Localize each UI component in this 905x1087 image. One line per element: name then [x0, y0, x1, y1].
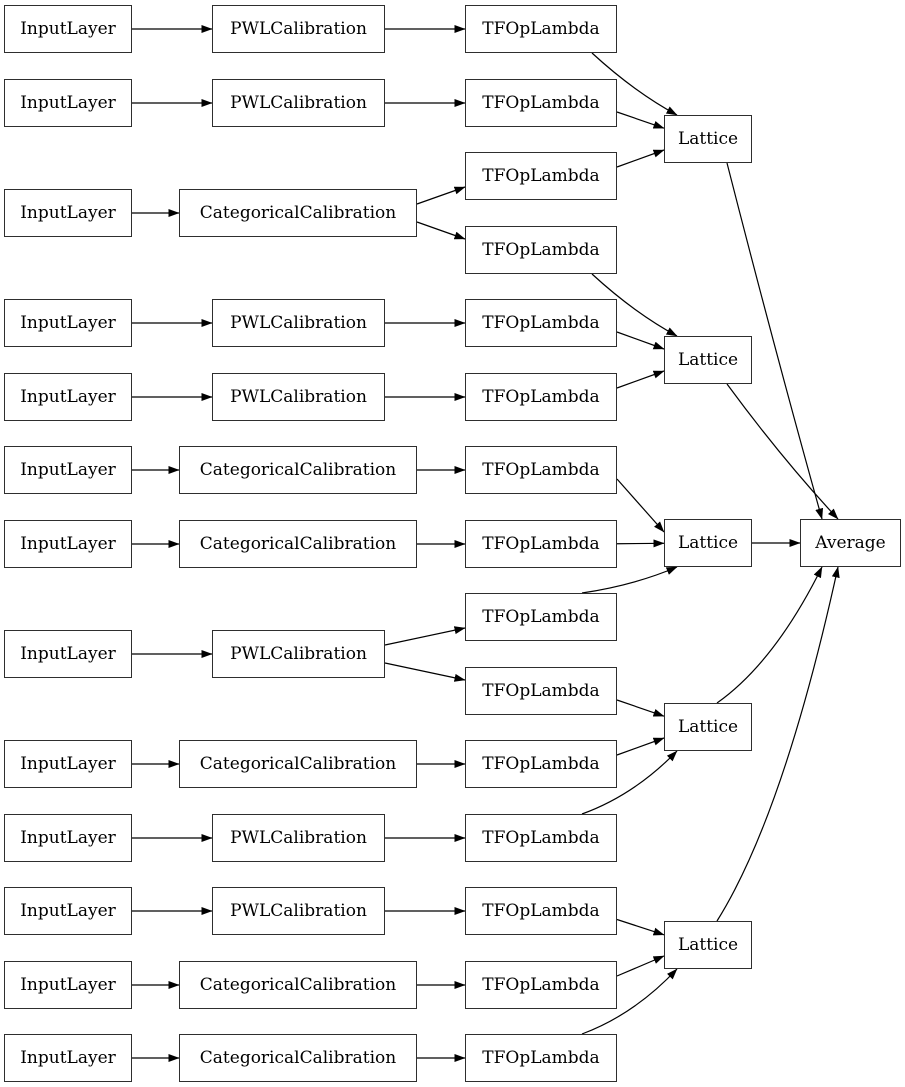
- lattice-node-lat1: Lattice: [664, 115, 752, 163]
- categoricalcalibration-node-c9: CategoricalCalibration: [179, 740, 417, 788]
- inputlayer-node-il6: InputLayer: [4, 446, 132, 494]
- edge-lat4-avg: [716, 566, 823, 704]
- pwlcalibration-node-c11: PWLCalibration: [212, 887, 385, 935]
- inputlayer-node-il7: InputLayer: [4, 520, 132, 568]
- edge-tf13-lat5: [616, 918, 665, 936]
- inputlayer-node-il13: InputLayer: [4, 1034, 132, 1082]
- edge-c8-tf10: [384, 662, 466, 682]
- tfoplambda-node-tf10: TFOpLambda: [465, 667, 617, 715]
- edge-tf14-lat5: [616, 955, 665, 977]
- inputlayer-node-il10: InputLayer: [4, 814, 132, 862]
- tfoplambda-node-tf5: TFOpLambda: [465, 299, 617, 347]
- lattice-node-lat5: Lattice: [664, 921, 752, 969]
- pwlcalibration-node-c5: PWLCalibration: [212, 373, 385, 421]
- tfoplambda-node-tf4: TFOpLambda: [465, 226, 617, 274]
- inputlayer-node-il11: InputLayer: [4, 887, 132, 935]
- pwlcalibration-node-c10: PWLCalibration: [212, 814, 385, 862]
- pwlcalibration-node-c4: PWLCalibration: [212, 299, 385, 347]
- tfoplambda-node-tf15: TFOpLambda: [465, 1034, 617, 1082]
- tfoplambda-node-tf2: TFOpLambda: [465, 79, 617, 127]
- edge-tf4-lat2: [591, 273, 678, 337]
- edge-tf11-lat4: [616, 737, 665, 756]
- lattice-node-lat3: Lattice: [664, 519, 752, 567]
- edge-tf15-lat5: [581, 968, 678, 1035]
- lattice-node-lat2: Lattice: [664, 336, 752, 384]
- edge-tf1-lat1: [591, 52, 678, 116]
- edge-tf12-lat4: [581, 750, 678, 815]
- lattice-node-lat4: Lattice: [664, 703, 752, 751]
- inputlayer-node-il5: InputLayer: [4, 373, 132, 421]
- edge-lat2-avg: [726, 383, 839, 520]
- inputlayer-node-il8: InputLayer: [4, 630, 132, 678]
- tfoplambda-node-tf7: TFOpLambda: [465, 446, 617, 494]
- pwlcalibration-node-c8: PWLCalibration: [212, 630, 385, 678]
- categoricalcalibration-node-c13: CategoricalCalibration: [179, 1034, 417, 1082]
- edge-tf7-lat3: [616, 478, 665, 533]
- tfoplambda-node-tf14: TFOpLambda: [465, 961, 617, 1009]
- edge-lat1-avg: [726, 162, 824, 520]
- edge-tf2-lat1: [616, 111, 665, 129]
- edge-tf6-lat2: [616, 370, 665, 389]
- tfoplambda-node-tf12: TFOpLambda: [465, 814, 617, 862]
- edge-c8-tf9: [384, 626, 466, 646]
- pwlcalibration-node-c2: PWLCalibration: [212, 79, 385, 127]
- inputlayer-node-il4: InputLayer: [4, 299, 132, 347]
- categoricalcalibration-node-c6: CategoricalCalibration: [179, 446, 417, 494]
- average-node-avg: Average: [800, 519, 901, 567]
- inputlayer-node-il3: InputLayer: [4, 189, 132, 237]
- tfoplambda-node-tf8: TFOpLambda: [465, 520, 617, 568]
- tfoplambda-node-tf9: TFOpLambda: [465, 593, 617, 641]
- inputlayer-node-il9: InputLayer: [4, 740, 132, 788]
- edge-tf3-lat1: [616, 149, 665, 168]
- inputlayer-node-il1: InputLayer: [4, 5, 132, 53]
- inputlayer-node-il12: InputLayer: [4, 961, 132, 1009]
- edge-tf9-lat3: [581, 566, 678, 594]
- categoricalcalibration-node-c12: CategoricalCalibration: [179, 961, 417, 1009]
- categoricalcalibration-node-c3: CategoricalCalibration: [179, 189, 417, 237]
- categoricalcalibration-node-c7: CategoricalCalibration: [179, 520, 417, 568]
- pwlcalibration-node-c1: PWLCalibration: [212, 5, 385, 53]
- edge-c3-tf4: [416, 221, 466, 240]
- tfoplambda-node-tf1: TFOpLambda: [465, 5, 617, 53]
- tfoplambda-node-tf3: TFOpLambda: [465, 152, 617, 200]
- edge-lat5-avg: [716, 566, 840, 922]
- edge-c3-tf3: [416, 186, 466, 205]
- tfoplambda-node-tf6: TFOpLambda: [465, 373, 617, 421]
- edge-tf10-lat4: [616, 699, 665, 717]
- tfoplambda-node-tf13: TFOpLambda: [465, 887, 617, 935]
- inputlayer-node-il2: InputLayer: [4, 79, 132, 127]
- edge-tf5-lat2: [616, 331, 665, 350]
- tfoplambda-node-tf11: TFOpLambda: [465, 740, 617, 788]
